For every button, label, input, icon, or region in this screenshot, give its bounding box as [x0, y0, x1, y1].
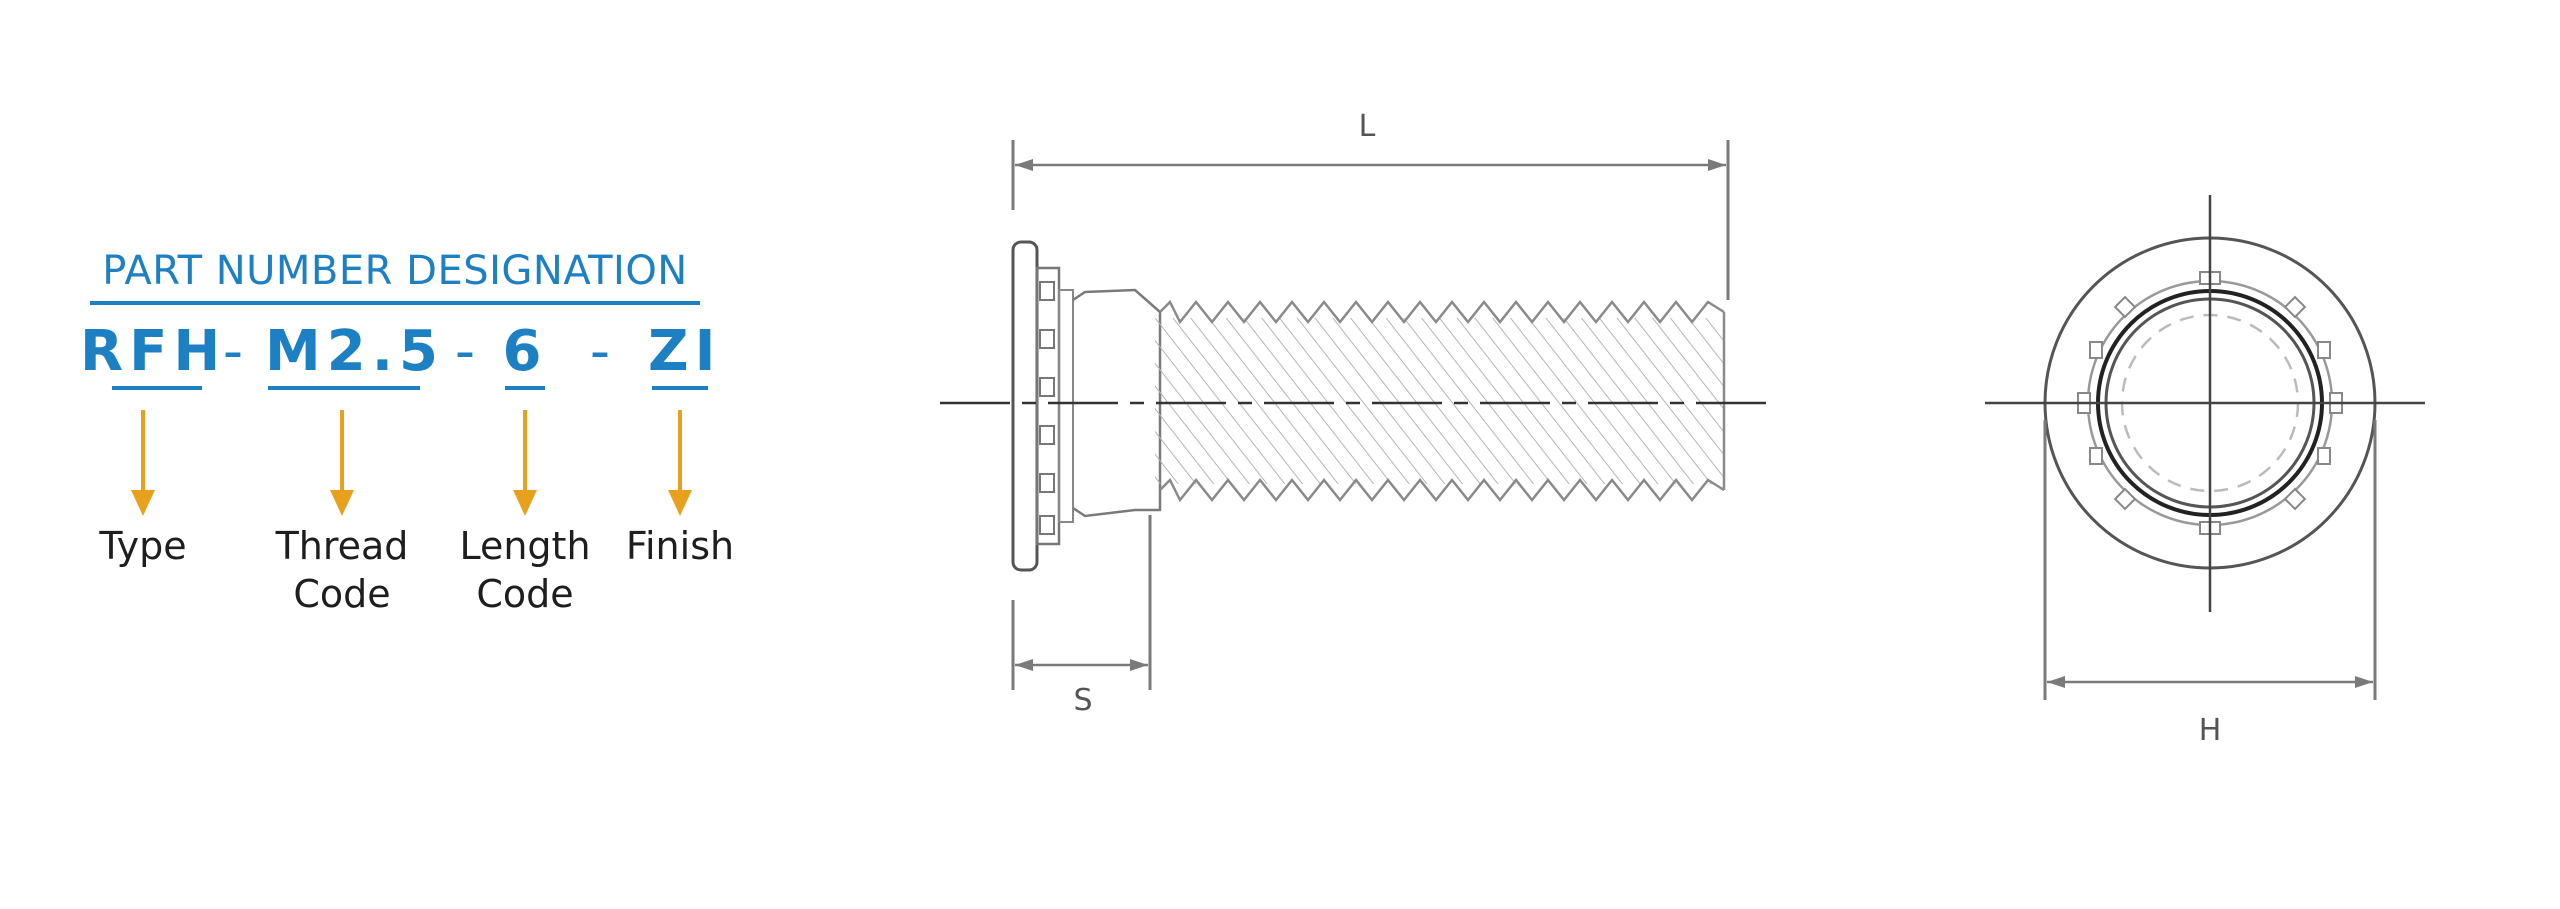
- designation-title: PART NUMBER DESIGNATION: [102, 248, 688, 294]
- length-dimension-label: L: [1359, 109, 1376, 144]
- length-code: 6: [502, 319, 548, 384]
- type-arrow-icon: [131, 410, 155, 516]
- finish-code-underline: [652, 386, 708, 390]
- separator-2: -: [454, 319, 476, 384]
- type-code: RFH: [80, 319, 227, 384]
- thread-arrow-icon: [330, 410, 354, 516]
- side-view: [940, 140, 1775, 690]
- thread-code-underline: [268, 386, 420, 390]
- finish-label: Finish: [625, 524, 735, 568]
- type-code-underline: [112, 386, 202, 390]
- finish-arrow-icon: [668, 410, 692, 516]
- finish-code: ZI: [648, 319, 722, 384]
- head-diameter-label: H: [2199, 713, 2222, 748]
- separator-3: -: [589, 319, 611, 384]
- designation-title-underline: [90, 301, 700, 305]
- length-code-underline: [505, 386, 545, 390]
- separator-1: -: [222, 319, 244, 384]
- end-view: [1985, 195, 2425, 700]
- shank-dimension-label: S: [1073, 683, 1092, 718]
- thread-code-label: Thread Code: [275, 524, 409, 616]
- length-code-label: Length Code: [459, 524, 591, 616]
- length-arrow-icon: [513, 410, 537, 516]
- type-label: Type: [99, 524, 187, 568]
- thread-code: M2.5: [265, 319, 444, 384]
